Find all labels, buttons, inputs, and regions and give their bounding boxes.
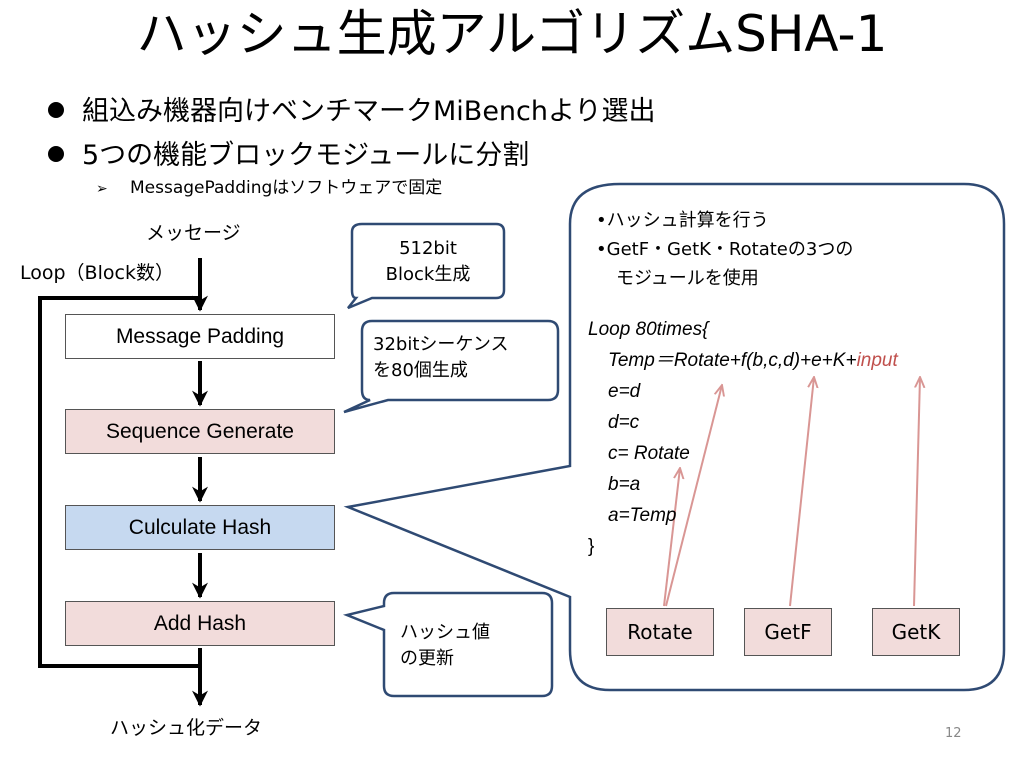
step-add-hash: Add Hash <box>65 601 335 646</box>
slide-title: ハッシュ生成アルゴリズムSHA-1 <box>136 5 888 63</box>
code-line-5: a=Temp <box>608 505 677 526</box>
bullet-item-2: 5つの機能ブロックモジュールに分割 <box>48 138 529 174</box>
hash-note-1: •ハッシュ計算を行う <box>596 210 769 231</box>
step-calculate-hash: Culculate Hash <box>65 505 335 550</box>
sub-bullet: ➢ MessagePaddingはソフトウェアで固定 <box>96 176 442 201</box>
code-line-3: c= Rotate <box>608 443 690 464</box>
rotate-arrow-a <box>663 468 680 607</box>
callout-sequence-shape <box>343 319 560 414</box>
bullet-text-1: 組込み機器向けベンチマークMiBenchより選出 <box>82 96 656 127</box>
rotate-arrow-b <box>665 385 722 607</box>
code-temp-input: input <box>856 350 898 371</box>
code-line-4: b=a <box>608 474 641 495</box>
module-getf: GetF <box>744 608 832 656</box>
callout-addhash-line-2: の更新 <box>400 648 454 669</box>
callout-addhash-text: ハッシュ値 の更新 <box>400 620 490 672</box>
code-loop-open: Loop 80times{ <box>588 319 709 340</box>
page-number: 12 <box>945 726 962 741</box>
arrowhead-bullet-icon: ➢ <box>96 181 108 197</box>
step-message-padding: Message Padding <box>65 314 335 359</box>
code-temp-prefix: Temp＝Rotate+f(b,c,d)+e+K+ <box>608 350 857 371</box>
hash-note-3: モジュールを使用 <box>616 268 759 289</box>
sub-bullet-text: MessagePaddingはソフトウェアで固定 <box>130 178 443 198</box>
code-line-2: d=c <box>608 412 640 433</box>
loop-label: Loop（Block数） <box>20 262 174 284</box>
loop-line <box>38 296 200 668</box>
callout-sequence-line-1: 32bitシーケンス <box>373 334 509 355</box>
bullet-dot-icon <box>48 146 64 162</box>
callout-padding-line-1: 512bit <box>399 238 457 259</box>
step-sequence-generate: Sequence Generate <box>65 409 335 454</box>
callout-padding-line-2: Block生成 <box>385 264 471 285</box>
hash-panel-notes: •ハッシュ計算を行う •GetF・GetK・Rotateの3つの モジュールを使… <box>596 206 853 293</box>
code-temp-line: Temp＝Rotate+f(b,c,d)+e+K+input <box>588 345 898 376</box>
callout-sequence-line-2: を80個生成 <box>373 360 468 381</box>
code-line-1: e=d <box>608 381 641 402</box>
callout-padding-text: 512bit Block生成 <box>352 236 504 288</box>
hash-panel-shape <box>343 182 1006 692</box>
module-rotate: Rotate <box>606 608 714 656</box>
bullet-item-1: 組込み機器向けベンチマークMiBenchより選出 <box>48 94 655 130</box>
code-block: Loop 80times{ Temp＝Rotate+f(b,c,d)+e+K+i… <box>588 314 898 562</box>
callout-addhash-line-1: ハッシュ値 <box>400 622 490 643</box>
input-label: メッセージ <box>146 222 241 244</box>
callout-padding-shape <box>347 222 506 310</box>
code-loop-close: } <box>588 536 595 557</box>
module-getk: GetK <box>872 608 960 656</box>
callout-addhash-shape <box>342 591 554 698</box>
bullet-text-2: 5つの機能ブロックモジュールに分割 <box>82 140 530 171</box>
output-label: ハッシュ化データ <box>110 717 263 739</box>
getk-arrow <box>913 377 920 607</box>
bullet-dot-icon <box>48 102 64 118</box>
getf-arrow <box>789 377 814 607</box>
hash-note-2: •GetF・GetK・Rotateの3つの <box>596 239 854 260</box>
callout-sequence-text: 32bitシーケンス を80個生成 <box>373 332 509 384</box>
